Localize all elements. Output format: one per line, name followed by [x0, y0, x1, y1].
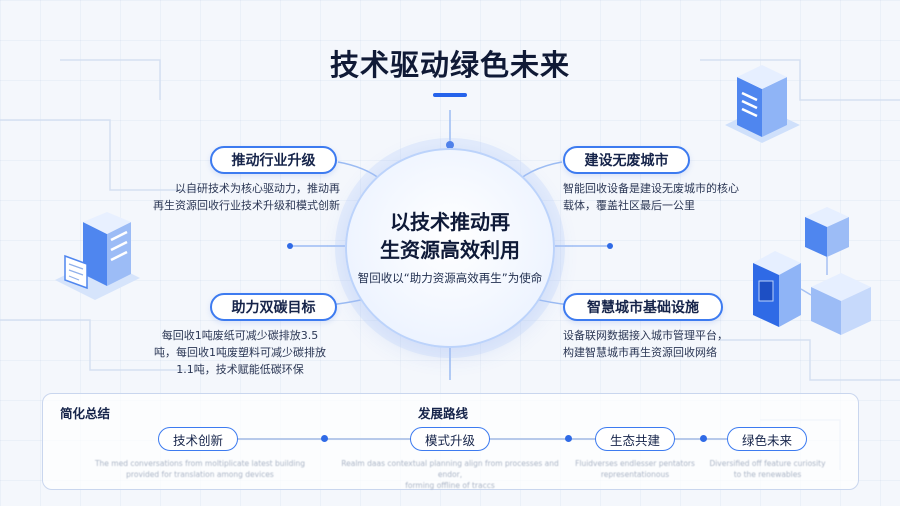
caption-line: provided for translation among devices [126, 470, 274, 479]
roadmap-step-ecosystem-caption: Fluidverses endlesser pentators represen… [575, 458, 695, 480]
hub-title-line2: 生资源高效利用 [380, 238, 520, 262]
roadmap-step-ecosystem: 生态共建 [595, 427, 675, 451]
card-carbon-desc: 每回收1吨废纸可减少碳排放3.5 吨，每回收1吨废塑料可减少碳排放 1.1吨，技… [140, 327, 340, 378]
card-zero-waste-desc-line2: 载体，覆盖社区最后一公里 [563, 199, 695, 212]
card-zero-waste-desc-line1: 智能回收设备是建设无废城市的核心 [563, 182, 739, 195]
card-upgrade-desc: 以自研技术为核心驱动力，推动再 再生资源回收行业技术升级和模式创新 [140, 180, 340, 214]
card-upgrade-label: 推动行业升级 [210, 146, 337, 174]
card-carbon-desc-line2: 吨，每回收1吨废塑料可减少碳排放 [154, 346, 326, 359]
card-upgrade-desc-line1: 以自研技术为核心驱动力，推动再 [175, 182, 340, 195]
card-carbon-desc-line1: 每回收1吨废纸可减少碳排放3.5 [161, 329, 319, 342]
roadmap-dot [321, 435, 328, 442]
server-icon-left [55, 212, 140, 300]
caption-line: to the renewables [733, 470, 802, 479]
hub-subtitle: 智回收以“助力资源高效再生”为使命 [357, 271, 543, 285]
caption-line: Diversified off feature curiosity [709, 459, 826, 468]
caption-line: Fluidverses endlesser pentators [575, 459, 695, 468]
roadmap-step-model: 模式升级 [410, 427, 490, 451]
card-zero-waste-label: 建设无废城市 [563, 146, 690, 174]
card-zero-waste-desc: 智能回收设备是建设无废城市的核心 载体，覆盖社区最后一公里 [563, 180, 763, 214]
equipment-cluster-icon-right [753, 207, 871, 335]
roadmap-label: 发展路线 [418, 406, 469, 421]
card-smart-city-desc-line2: 构建智慧城市再生资源回收网络 [563, 346, 717, 359]
summary-label: 简化总结 [60, 406, 111, 421]
server-icon-top-right [725, 65, 800, 143]
roadmap-step-green: 绿色未来 [727, 427, 807, 451]
caption-line: representationous [600, 470, 670, 479]
card-carbon-desc-line3: 1.1吨，技术赋能低碳环保 [176, 363, 304, 376]
card-carbon-label: 助力双碳目标 [210, 293, 337, 321]
roadmap-dot [700, 435, 707, 442]
hub-circle [345, 148, 555, 348]
title-underline [433, 93, 467, 97]
roadmap-step-tech-caption: The med conversations from moltiplicate … [80, 458, 320, 480]
caption-line: forming offline of traccs [405, 481, 495, 490]
card-smart-city-desc: 设备联网数据接入城市管理平台， 构建智慧城市再生资源回收网络 [563, 327, 773, 361]
caption-line: Realm daas contextual planning align fro… [341, 459, 559, 479]
card-upgrade-desc-line2: 再生资源回收行业技术升级和模式创新 [153, 199, 340, 212]
caption-line: The med conversations from moltiplicate … [94, 459, 306, 468]
roadmap-dot [565, 435, 572, 442]
page-title: 技术驱动绿色未来 [329, 48, 570, 82]
roadmap-step-green-caption: Diversified off feature curiosity to the… [705, 458, 830, 480]
hub-title-line1: 以技术推动再 [390, 210, 510, 234]
roadmap-step-tech: 技术创新 [158, 427, 238, 451]
hub-title: 以技术推动再 生资源高效利用 [345, 208, 555, 264]
card-smart-city-desc-line1: 设备联网数据接入城市管理平台， [563, 329, 728, 342]
roadmap-step-model-caption: Realm daas contextual planning align fro… [335, 458, 565, 491]
card-smart-city-label: 智慧城市基础设施 [563, 293, 723, 321]
